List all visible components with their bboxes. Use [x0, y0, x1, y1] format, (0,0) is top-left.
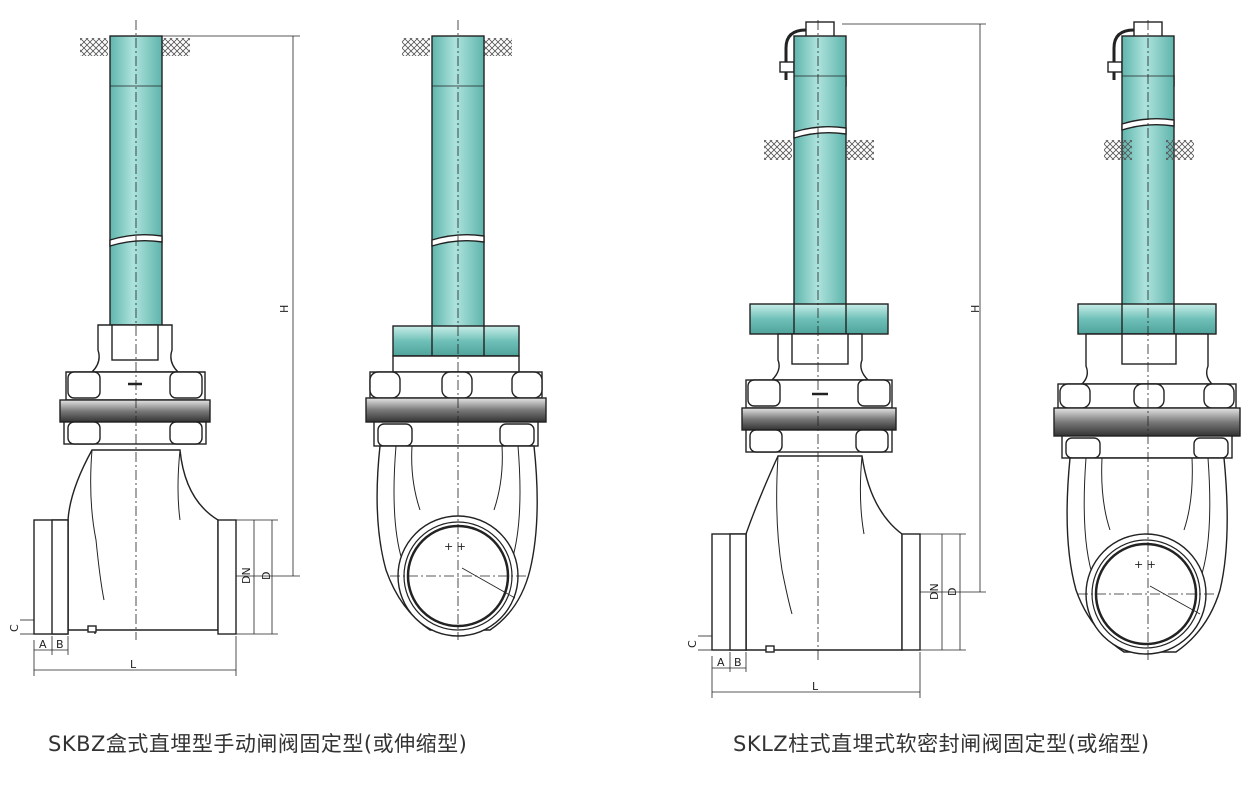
top-flange	[749, 303, 889, 335]
soil-hatch	[846, 140, 874, 160]
svg-text:+ +: + +	[1134, 558, 1156, 571]
valve-skbz-front-view: + +	[365, 20, 547, 640]
dim-label-d: D	[946, 588, 959, 596]
dimension-lines	[698, 23, 986, 698]
caption-sklz: SKLZ柱式直埋式软密封闸阀固定型(或缩型)	[733, 732, 1150, 756]
dim-label-dn: DN	[928, 583, 941, 600]
soil-hatch	[1166, 140, 1194, 160]
dim-label-l: L	[130, 658, 137, 671]
soil-hatch	[162, 38, 190, 56]
dim-label-c: C	[686, 640, 699, 648]
dim-label-b: B	[734, 656, 742, 669]
soil-hatch	[80, 38, 108, 56]
valve-sklz-side-view	[698, 20, 986, 698]
operating-nut	[392, 325, 520, 357]
soil-hatch	[484, 38, 512, 56]
dim-label-b: B	[56, 638, 64, 651]
valve-skbz-side-view	[20, 20, 300, 676]
stem-tube	[793, 35, 847, 309]
soil-hatch	[1104, 140, 1132, 160]
dim-label-d: D	[260, 572, 273, 580]
valve-sklz-front-view: + +	[1053, 20, 1241, 660]
body-flange	[1053, 407, 1241, 437]
dim-label-c: C	[8, 624, 21, 632]
dim-label-a: A	[717, 656, 725, 669]
dim-label-h: H	[969, 305, 982, 313]
soil-hatch	[402, 38, 430, 56]
body-flange	[59, 399, 211, 423]
top-flange	[1077, 303, 1217, 335]
dim-label-l: L	[812, 680, 819, 693]
body-flange	[365, 397, 547, 423]
svg-text:+ +: + +	[444, 540, 466, 553]
body-flange	[741, 407, 897, 431]
caption-skbz: SKBZ盒式直埋型手动闸阀固定型(或伸缩型)	[48, 732, 468, 756]
soil-hatch	[764, 140, 792, 160]
dim-label-h: H	[278, 305, 291, 313]
dim-label-dn: DN	[240, 567, 253, 584]
dimension-lines	[20, 35, 300, 676]
dim-label-a: A	[39, 638, 47, 651]
